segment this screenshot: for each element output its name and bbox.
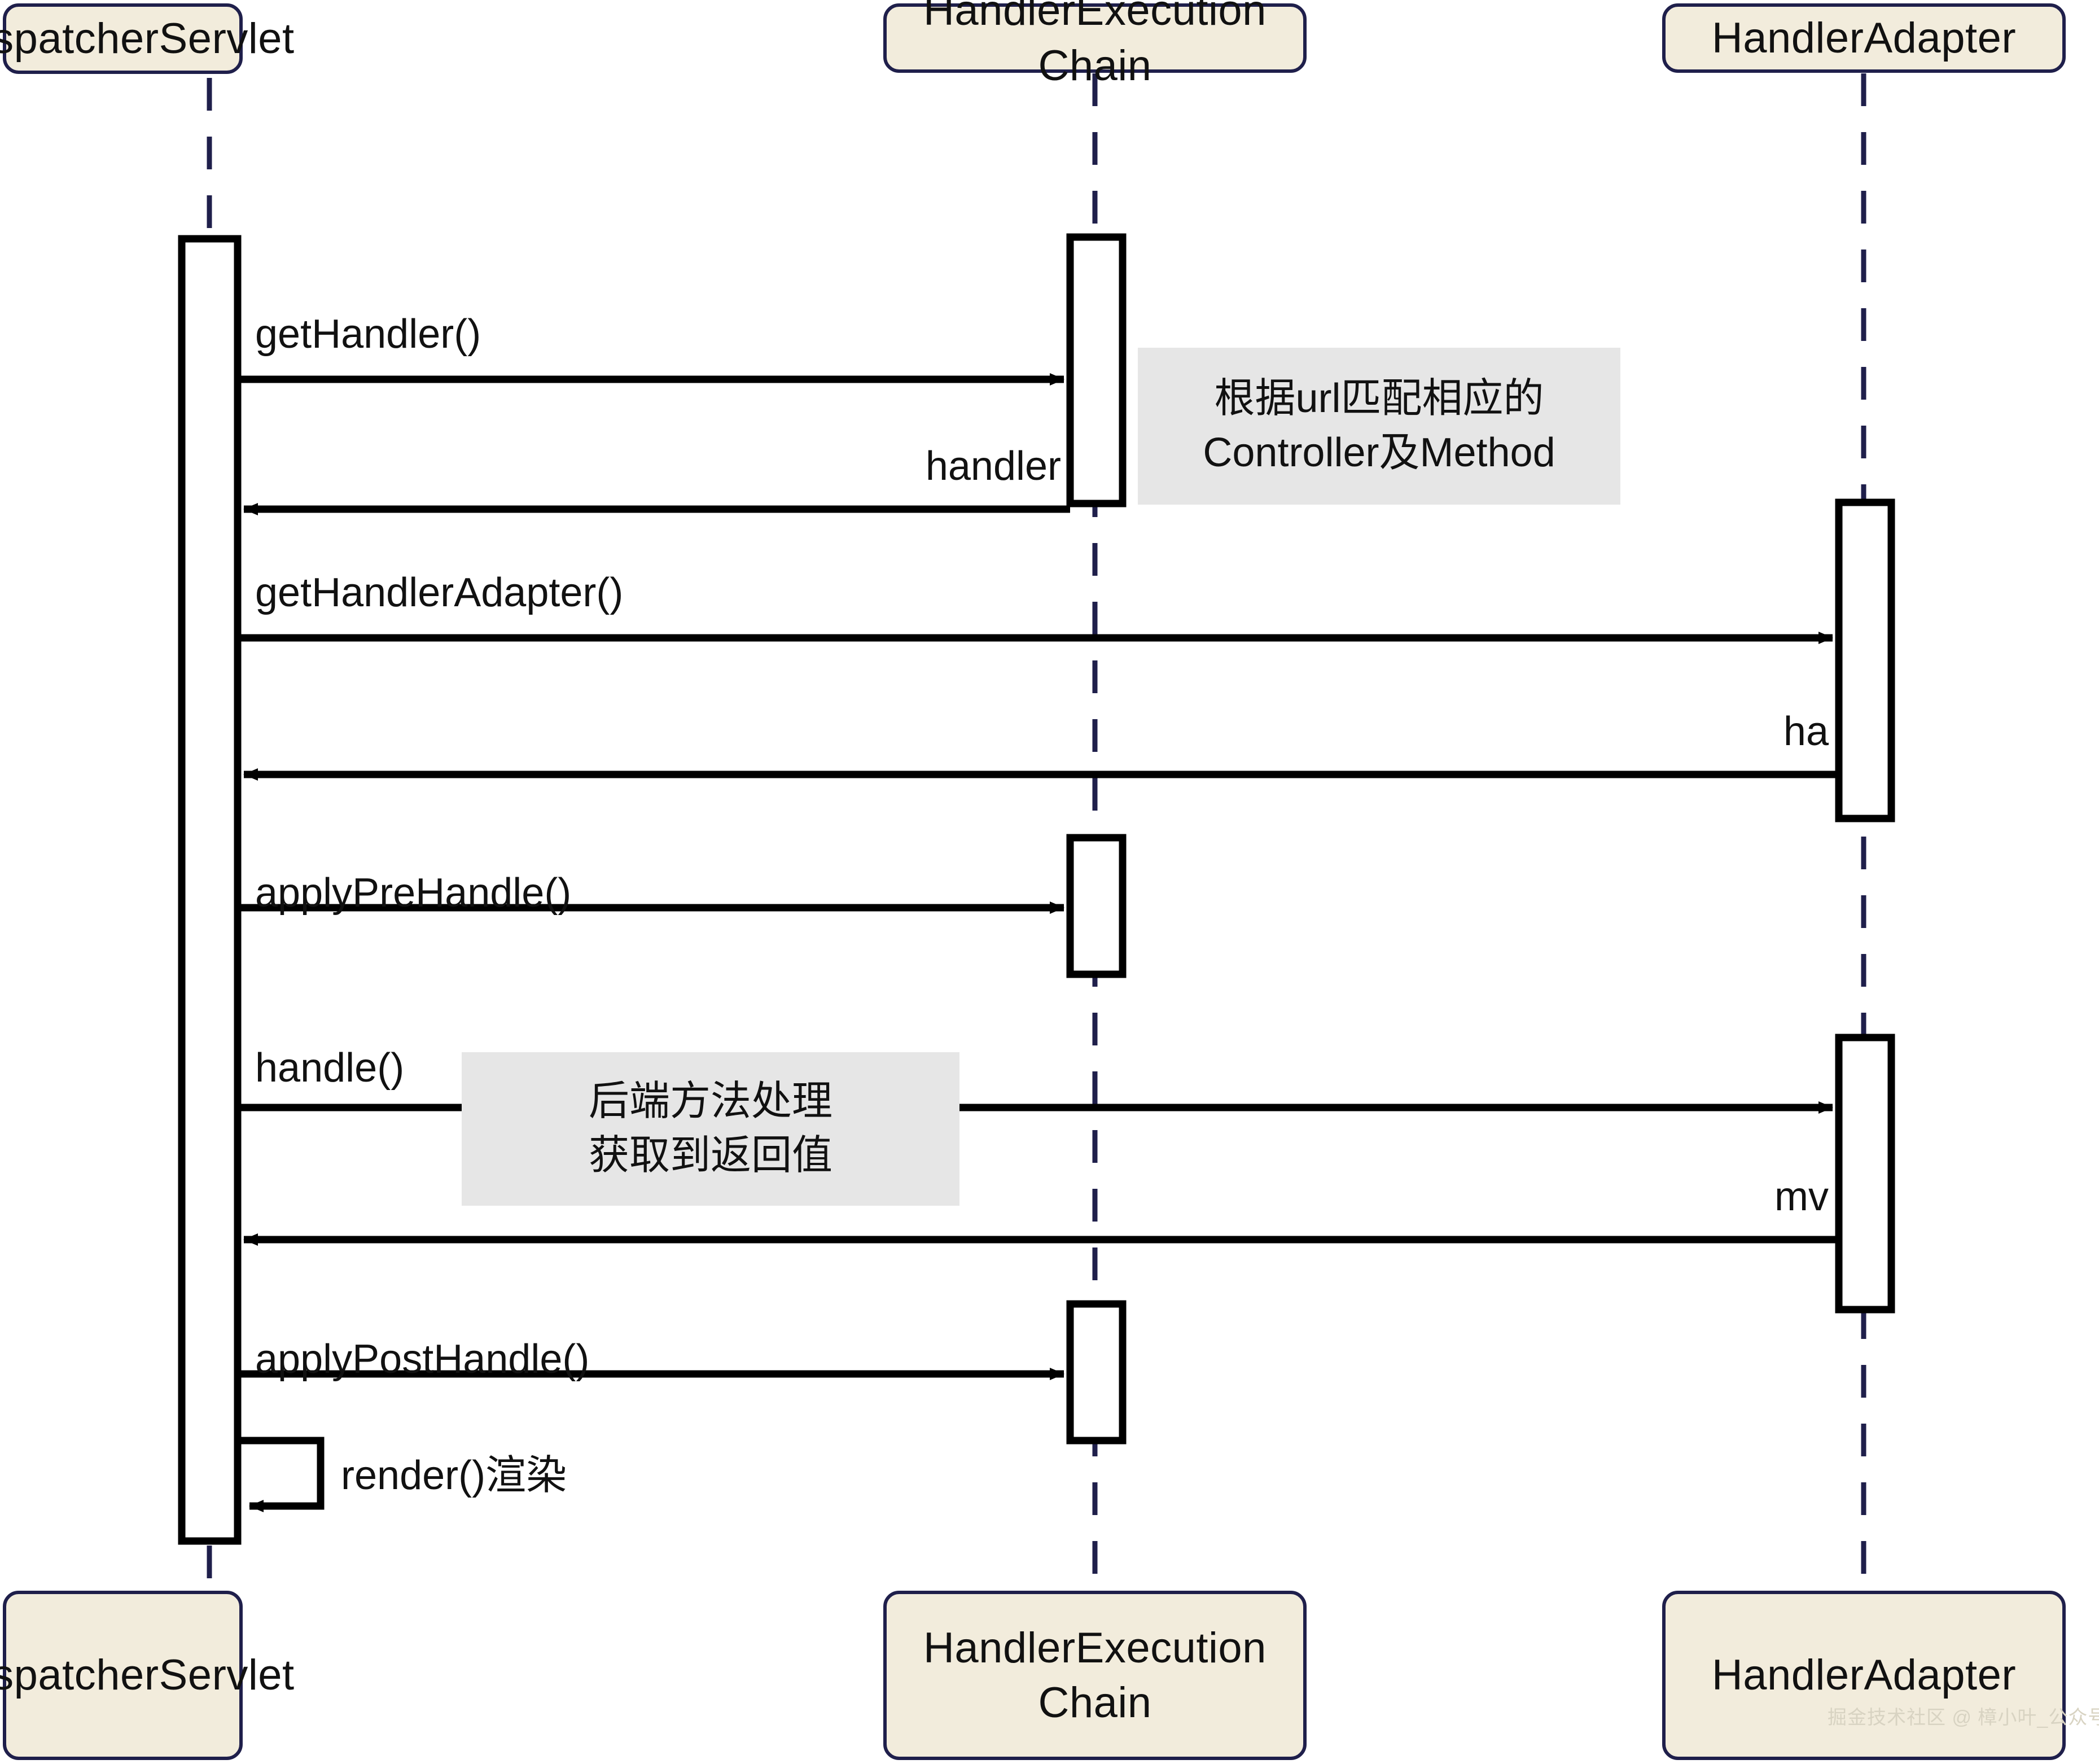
message-label-get-handler: getHandler(): [255, 312, 481, 357]
message-label-apply-post-handle: applyPostHandle(): [255, 1337, 590, 1382]
participant-box-dispatcher-top[interactable]: DispatcherServlet: [0, 3, 294, 74]
participant-box-adapter-bottom[interactable]: HandlerAdapter: [1662, 1591, 2066, 1760]
participant-box-chain-top[interactable]: HandlerExecution Chain: [883, 0, 1307, 90]
message-label-render-self-call: render()渲染: [341, 1453, 567, 1498]
note-text-url-match: 根据url匹配相应的 Controller及Method: [1203, 376, 1555, 475]
activation-chain-post-handle: [1066, 1300, 1127, 1445]
message-label-apply-pre-handle: applyPreHandle(): [255, 870, 572, 916]
note-text-backend-method: 后端方法处理 获取到返回值: [588, 1079, 832, 1178]
note-backend-method-return: 后端方法处理 获取到返回值: [462, 1052, 959, 1206]
activation-dispatcher-main: [178, 235, 242, 1545]
participant-label-adapter-bottom: HandlerAdapter: [1711, 1651, 2017, 1700]
activation-adapter-handle: [1835, 1034, 1895, 1314]
message-arrow-render-self-call: [238, 1437, 325, 1512]
participant-label-chain-bottom: HandlerExecution Chain: [923, 1623, 1267, 1727]
participant-box-dispatcher-bottom[interactable]: DispatcherServlet: [0, 1591, 294, 1760]
participant-label-chain-top: HandlerExecution Chain: [923, 0, 1267, 90]
participant-box-adapter-top[interactable]: HandlerAdapter: [1662, 3, 2066, 73]
activation-chain-pre-handle: [1066, 834, 1127, 978]
note-url-match-controller: 根据url匹配相应的 Controller及Method: [1138, 348, 1620, 505]
message-label-handler-return: handler: [925, 444, 1061, 489]
message-label-ha-return: ha: [1783, 709, 1829, 754]
participant-label-dispatcher-bottom: DispatcherServlet: [0, 1651, 295, 1700]
participant-label-dispatcher-top: DispatcherServlet: [0, 14, 295, 63]
watermark-text: 掘金技术社区 @ 樟小叶_公众号同名: [1828, 1707, 2099, 1728]
participant-label-adapter-top: HandlerAdapter: [1711, 14, 2017, 62]
activation-adapter-get-adapter: [1835, 498, 1895, 822]
activation-chain-get-handler: [1066, 233, 1127, 507]
participant-box-chain-bottom[interactable]: HandlerExecution Chain: [883, 1591, 1307, 1760]
message-label-get-handler-adapter: getHandlerAdapter(): [255, 570, 624, 615]
message-label-mv-return: mv: [1774, 1174, 1829, 1219]
message-label-handle: handle(): [255, 1045, 405, 1091]
